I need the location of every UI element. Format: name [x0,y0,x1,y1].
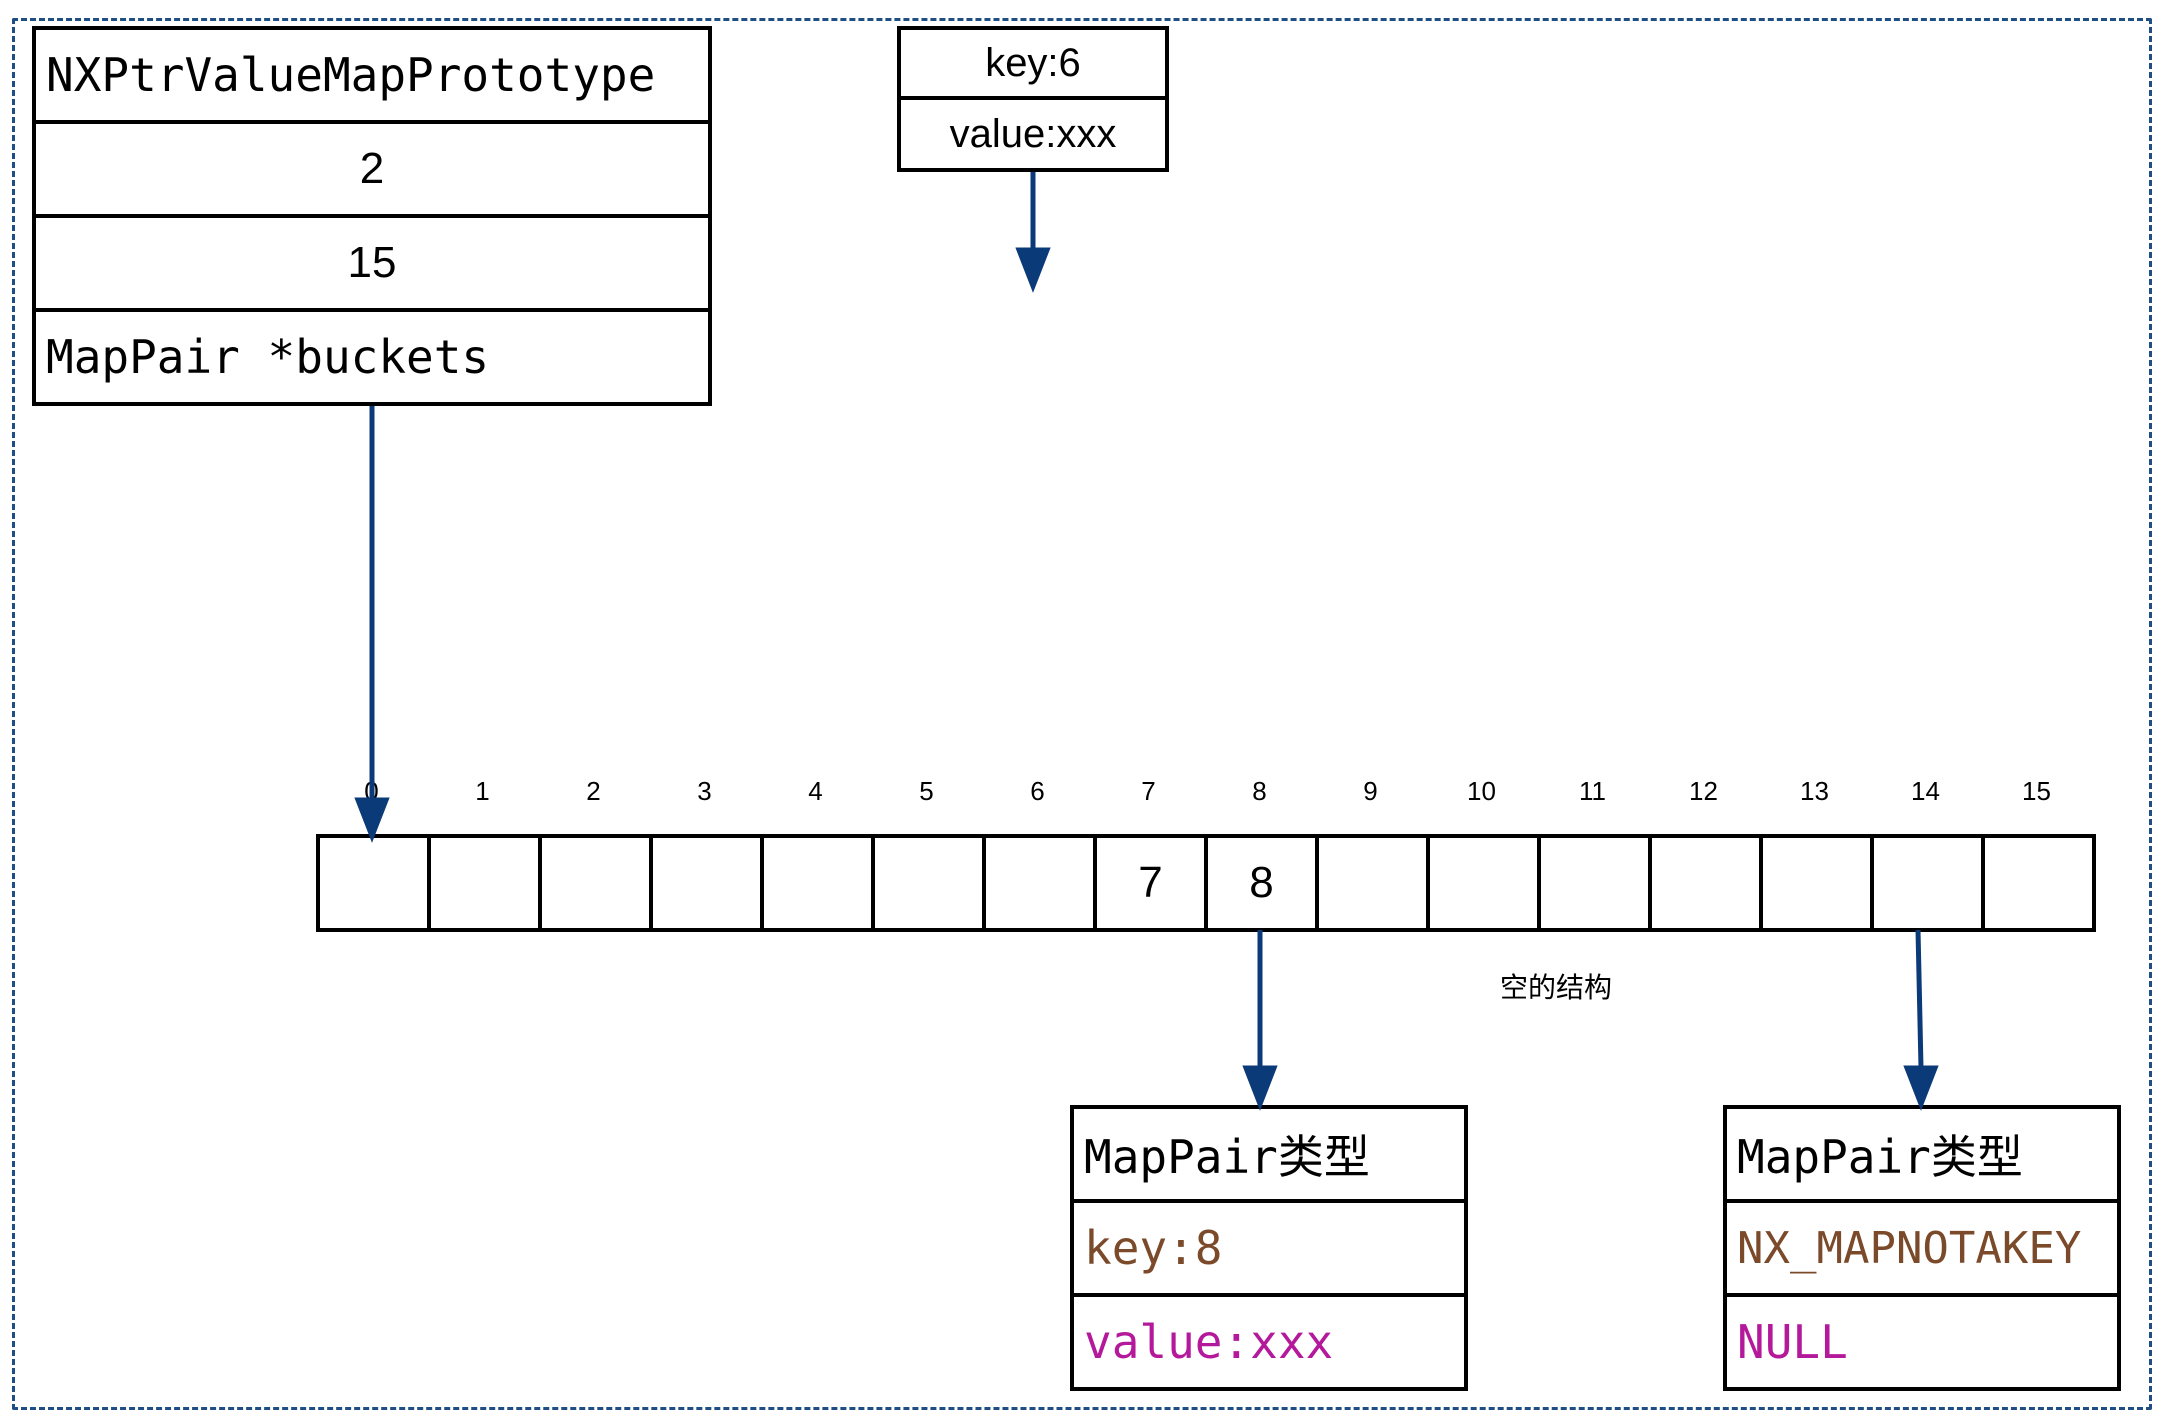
bucket-index-label: 6 [1030,776,1045,806]
bucket-index-label: 9 [1363,776,1378,806]
bucket-cell: 8 [1204,834,1319,932]
map-pair-8-key: key:8 [1070,1199,1468,1297]
bucket-cell [1870,834,1985,932]
bucket-index-label: 3 [697,776,712,806]
bucket-index-label: 1 [475,776,490,806]
new-pair-value: value:xxx [897,96,1169,172]
bucket-cell [1759,834,1874,932]
bucket-index-label: 11 [1579,776,1606,806]
bucket-index-label: 5 [919,776,934,806]
new-pair-key: key:6 [897,26,1169,100]
bucket-cell [1315,834,1430,932]
bucket-index-label: 14 [1911,776,1940,806]
bucket-index-label: 2 [586,776,601,806]
map-pair-14-title: MapPair类型 [1723,1105,2121,1203]
struct-buckets-field: MapPair *buckets [32,308,712,406]
bucket-cell [1537,834,1652,932]
bucket-index-label: 4 [808,776,823,806]
bucket-cell [871,834,986,932]
map-pair-8-title: MapPair类型 [1070,1105,1468,1203]
bucket-index-label: 13 [1800,776,1829,806]
bucket-cell: 7 [1093,834,1208,932]
bucket-index-label: 0 [364,776,379,806]
map-pair-8-value: value:xxx [1070,1293,1468,1391]
empty-structure-note: 空的结构 [1500,971,1613,1004]
bucket-cell [427,834,542,932]
bucket-cell [1648,834,1763,932]
struct-nbuckets: 15 [32,214,712,312]
bucket-index-label: 7 [1141,776,1156,806]
bucket-cell [760,834,875,932]
bucket-cell [538,834,653,932]
bucket-index-label: 8 [1252,776,1267,806]
bucket-cell [649,834,764,932]
map-pair-14-value: NULL [1723,1293,2121,1391]
bucket-cell [982,834,1097,932]
dashed-frame [12,18,2152,1410]
struct-title: NXPtrValueMapPrototype [32,26,712,124]
bucket-index-label: 15 [2022,776,2051,806]
bucket-cell [1426,834,1541,932]
map-pair-14-key: NX_MAPNOTAKEY [1723,1199,2121,1297]
bucket-index-label: 10 [1467,776,1496,806]
bucket-index-label: 12 [1689,776,1718,806]
bucket-cell [316,834,431,932]
bucket-cell [1981,834,2096,932]
struct-count: 2 [32,120,712,218]
